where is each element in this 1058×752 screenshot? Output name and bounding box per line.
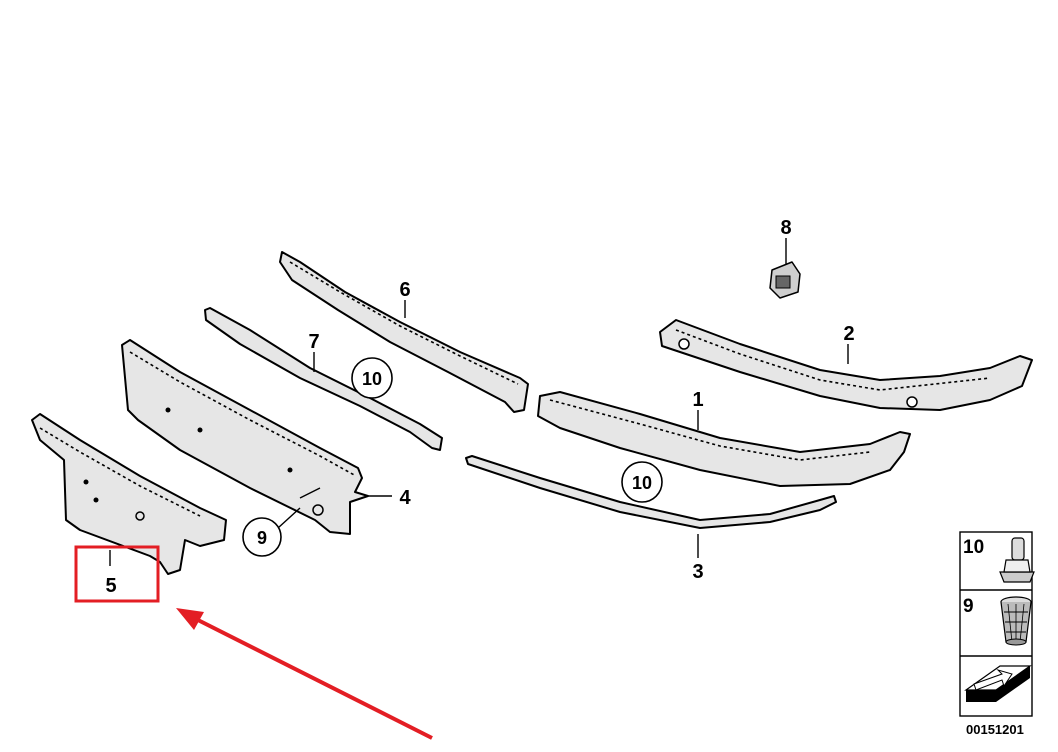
highlight-arrow (176, 608, 433, 740)
diagram-code: 00151201 (966, 722, 1024, 737)
part-2-side-strip (659, 319, 1033, 411)
part-5-plate-bracket (31, 413, 227, 575)
push-rivet-icon (999, 537, 1035, 583)
callout-8: 8 (780, 217, 791, 239)
callout-10-lower: 10 (621, 461, 663, 503)
callout-9: 9 (242, 517, 282, 557)
callout-labels: 8 6 7 2 1 4 3 5 (105, 217, 854, 597)
svg-text:10: 10 (632, 473, 652, 493)
callout-10-upper: 10 (351, 357, 393, 399)
callout-2: 2 (843, 323, 854, 345)
svg-text:10: 10 (362, 369, 382, 389)
part-1-grille-strip (537, 391, 911, 487)
part-8-clip (769, 261, 801, 299)
legend-panel: 10 9 (959, 531, 1035, 717)
legend-item-10-label: 10 (963, 537, 984, 558)
highlight-box (74, 545, 160, 603)
part-7-trim-strip (204, 307, 443, 451)
svg-text:9: 9 (257, 528, 267, 548)
part-3-lower-strip (465, 455, 837, 529)
part-6-guide-strip (279, 251, 529, 413)
callout-5: 5 (105, 575, 116, 597)
callout-4: 4 (399, 487, 411, 509)
part-4-bracket (121, 339, 369, 535)
callout-3: 3 (692, 561, 703, 583)
callout-6: 6 (399, 279, 410, 301)
leader-lines (109, 238, 849, 566)
diagram-symbol-icon (964, 665, 1032, 702)
callout-1: 1 (692, 389, 703, 411)
callout-7: 7 (308, 331, 319, 353)
legend-item-9-label: 9 (963, 596, 974, 617)
expanding-nut-icon (1000, 596, 1032, 646)
